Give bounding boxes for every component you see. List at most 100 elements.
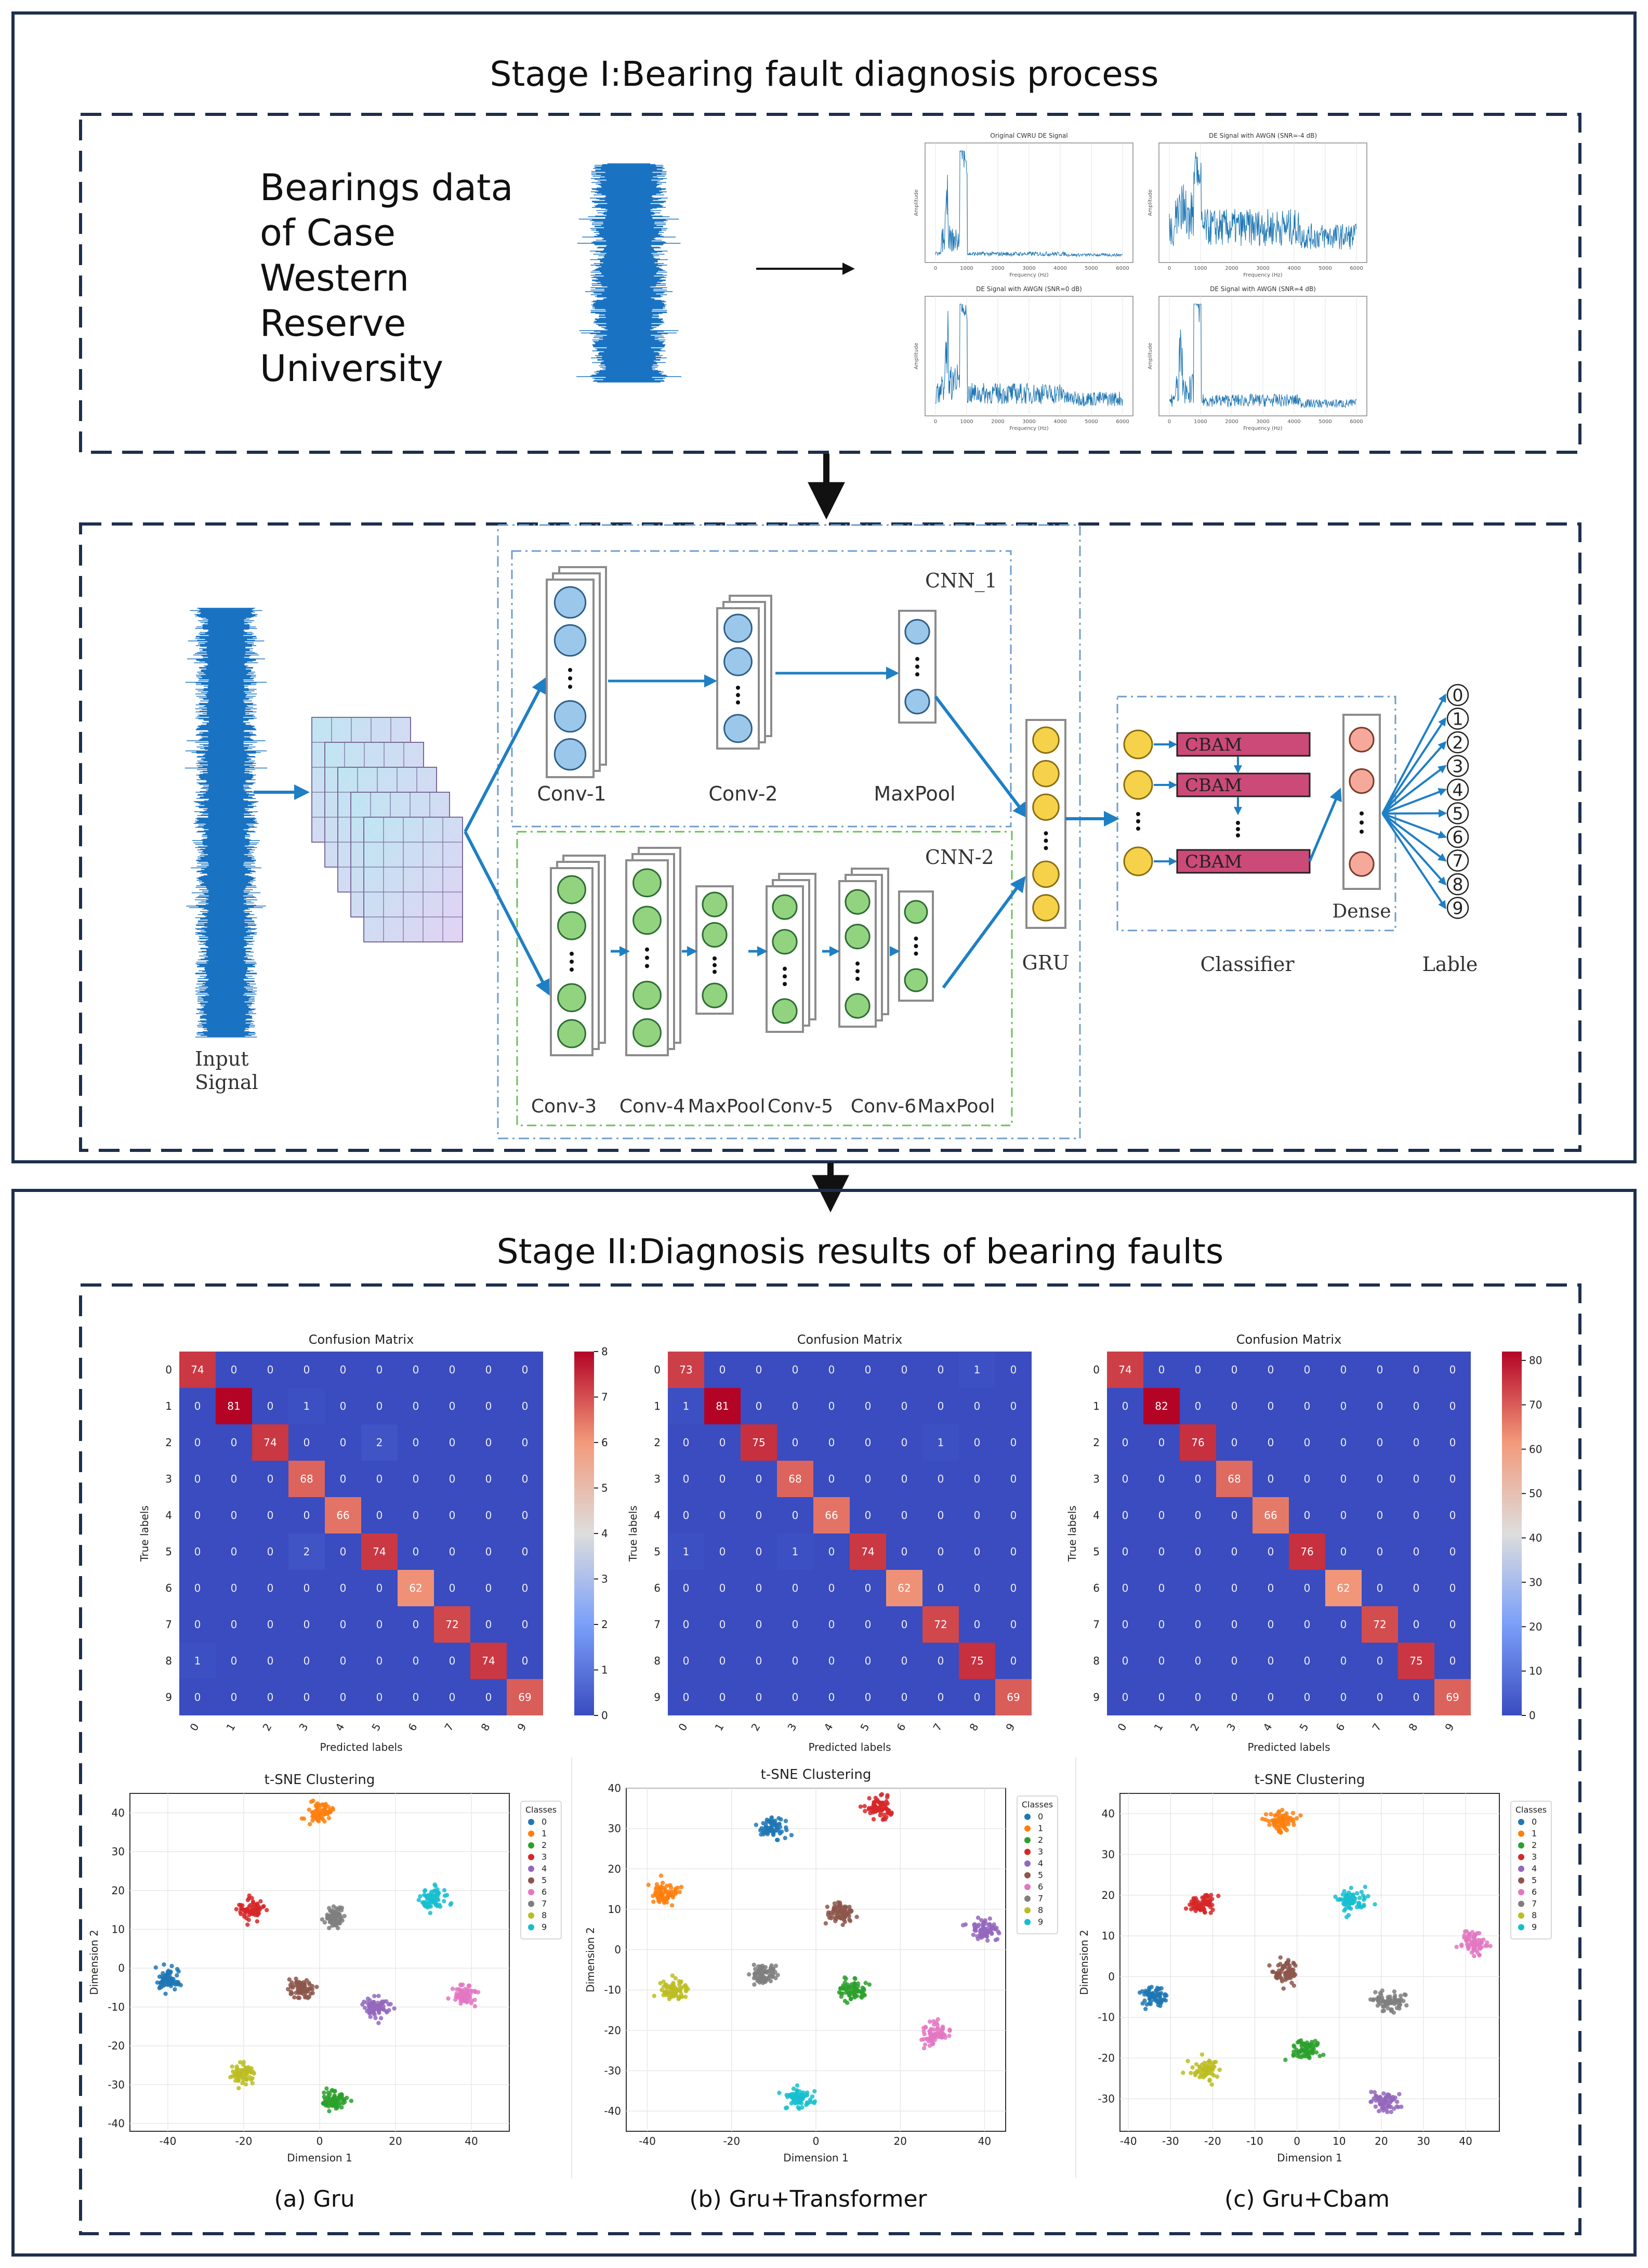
cm-cell-label: 68 bbox=[300, 1473, 313, 1485]
cm-cell-label: 0 bbox=[683, 1582, 690, 1594]
cm-xtick: 2 bbox=[260, 1721, 274, 1733]
cm-xtick: 8 bbox=[967, 1721, 981, 1733]
tsne-point bbox=[327, 1810, 332, 1815]
cm-cell-label: 0 bbox=[1377, 1509, 1383, 1522]
cm-cell bbox=[1325, 1424, 1362, 1461]
cm-cell-label: 0 bbox=[1413, 1364, 1420, 1376]
tsne-point bbox=[333, 1922, 337, 1927]
svg-text:Bearings data: Bearings data bbox=[260, 166, 513, 209]
cm-cell bbox=[252, 1388, 288, 1424]
ellipsis-dot bbox=[855, 969, 860, 974]
spectrum-title: Original CWRU DE Signal bbox=[990, 132, 1067, 139]
cm-cell bbox=[1107, 1679, 1143, 1715]
cm-cell bbox=[668, 1643, 704, 1679]
cm-cell-label: 0 bbox=[1158, 1655, 1165, 1667]
spectrum-tick: 0 bbox=[934, 266, 937, 271]
conv3-layer bbox=[550, 855, 606, 1056]
tsne-point bbox=[664, 1883, 669, 1888]
output-arrow bbox=[1381, 765, 1447, 815]
tsne-point bbox=[845, 1982, 850, 1987]
legend-label: 2 bbox=[542, 1840, 547, 1850]
output-circle bbox=[1446, 707, 1469, 730]
cm-cell bbox=[704, 1679, 741, 1715]
cm-cell bbox=[777, 1570, 813, 1606]
cm-cell-label: 0 bbox=[1449, 1618, 1456, 1631]
tsne-ytick: -10 bbox=[108, 2001, 125, 2013]
cm-cell-label: 0 bbox=[938, 1545, 944, 1558]
legend-label: 2 bbox=[1038, 1835, 1043, 1845]
cm-cell bbox=[216, 1679, 252, 1715]
cm-cell bbox=[1216, 1570, 1253, 1606]
tsne-point bbox=[661, 1979, 666, 1984]
cm-cell bbox=[1434, 1643, 1471, 1679]
cm-xlabel: Predicted labels bbox=[808, 1741, 891, 1753]
tsne-point bbox=[927, 2043, 932, 2048]
ellipsis-dot bbox=[645, 955, 649, 960]
cm-cell-label: 0 bbox=[1268, 1655, 1274, 1667]
cm-cell-label: 0 bbox=[1413, 1582, 1420, 1594]
tsne-point bbox=[677, 1995, 682, 1999]
model-captions: (a) Gru (b) Gru+Transformer (c) Gru+Cbam bbox=[274, 2186, 1390, 2212]
cm-cell bbox=[704, 1352, 741, 1388]
neuron bbox=[557, 875, 586, 904]
svg-text:Conv-2: Conv-2 bbox=[708, 782, 777, 805]
tsne-point bbox=[1160, 1998, 1165, 2003]
cm-cell-label: 0 bbox=[1231, 1655, 1238, 1667]
tsne-ytick: 0 bbox=[118, 1962, 125, 1974]
cm-ytick: 8 bbox=[165, 1655, 172, 1667]
cm-ytick: 3 bbox=[165, 1473, 172, 1485]
tsne-point bbox=[1472, 1933, 1477, 1938]
cm-cell-label: 0 bbox=[449, 1473, 456, 1485]
tsne-point bbox=[683, 1989, 689, 1994]
tsne-xtick: -10 bbox=[1246, 2135, 1263, 2147]
tsne-point bbox=[1266, 1819, 1271, 1824]
tsne-point bbox=[432, 1900, 437, 1906]
cm-cell-label: 0 bbox=[340, 1400, 347, 1412]
tsne-point bbox=[661, 1891, 666, 1896]
cm-cell bbox=[216, 1643, 252, 1679]
cm-cell bbox=[252, 1570, 288, 1606]
ellipsis-dot bbox=[568, 685, 572, 689]
cm-cell-label: 0 bbox=[376, 1364, 383, 1376]
cm-cell-label: 0 bbox=[792, 1655, 799, 1667]
cm-cell-label: 66 bbox=[825, 1509, 838, 1522]
cm-cell bbox=[288, 1388, 325, 1424]
dense-label: Dense bbox=[1332, 901, 1391, 922]
cm-xtick: 6 bbox=[1333, 1721, 1347, 1733]
tsne-point bbox=[987, 1922, 992, 1926]
tsne-point bbox=[294, 1979, 299, 1985]
cm-cell bbox=[179, 1388, 216, 1424]
tsne-point bbox=[436, 1891, 441, 1895]
cm-cell bbox=[886, 1643, 922, 1679]
cm-cell-label: 0 bbox=[340, 1691, 347, 1703]
cm-cell-label: 0 bbox=[1268, 1618, 1274, 1631]
tsne-point bbox=[232, 2072, 238, 2077]
tsne-point bbox=[250, 2081, 255, 2086]
cm-cell-label: 0 bbox=[1449, 1509, 1456, 1522]
svg-text:Conv-1: Conv-1 bbox=[537, 782, 606, 805]
cm-cell bbox=[434, 1352, 470, 1388]
ellipsis-dot bbox=[914, 944, 918, 948]
cm-ytick: 8 bbox=[654, 1655, 661, 1667]
output-circle bbox=[1446, 755, 1469, 777]
ellipsis-dot bbox=[645, 964, 649, 968]
cm-cell-label: 0 bbox=[683, 1473, 690, 1485]
cm-cell-label: 0 bbox=[231, 1364, 238, 1376]
tsne-point bbox=[756, 1969, 761, 1974]
tsne-point bbox=[872, 1800, 876, 1805]
cm-cell bbox=[1180, 1606, 1216, 1643]
tsne-point bbox=[784, 1825, 788, 1830]
tsne-point bbox=[258, 1899, 263, 1904]
tsne-point bbox=[287, 1977, 292, 1982]
tsne-point bbox=[984, 1931, 990, 1936]
tsne-point bbox=[327, 2092, 332, 2097]
legend-marker bbox=[1024, 1825, 1031, 1832]
cm-cell bbox=[1434, 1388, 1471, 1424]
dense-column bbox=[1342, 714, 1381, 890]
legend-label: 2 bbox=[1532, 1840, 1537, 1850]
legend-label: 9 bbox=[1532, 1922, 1537, 1932]
tsne-point bbox=[260, 1905, 266, 1909]
cm-title: Confusion Matrix bbox=[1236, 1332, 1342, 1347]
tsne-point bbox=[870, 1808, 875, 1814]
legend-frame bbox=[1510, 1801, 1552, 1939]
